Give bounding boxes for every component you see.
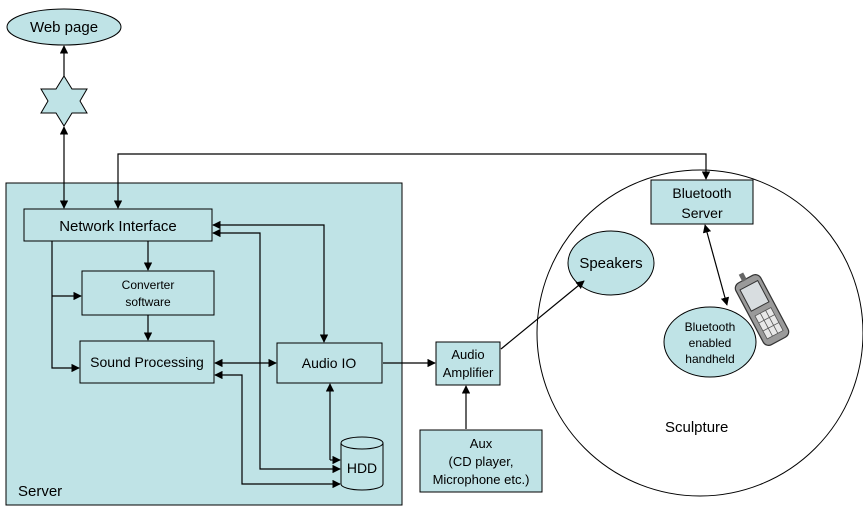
aux-label-2: (CD player,	[448, 454, 513, 469]
handheld-label-1: Bluetooth	[685, 320, 736, 334]
handheld-label-2: enabled	[689, 336, 732, 350]
web-page-label: Web page	[30, 19, 98, 36]
converter-label-1: Converter	[122, 278, 175, 292]
amplifier-label-2: Amplifier	[443, 365, 494, 380]
bt-server-label-2: Server	[681, 205, 723, 221]
aux-label-3: Microphone etc.)	[433, 472, 530, 487]
audio-io-label: Audio IO	[302, 355, 357, 371]
sculpture-label: Sculpture	[665, 419, 728, 436]
amplifier-label-1: Audio	[451, 347, 484, 362]
bt-server-label-1: Bluetooth	[672, 185, 731, 201]
sound-processing-label: Sound Processing	[90, 354, 204, 370]
speakers-label: Speakers	[579, 255, 642, 272]
network-interface-label: Network Interface	[59, 218, 177, 235]
handheld-label-3: handheld	[685, 352, 734, 366]
server-label: Server	[18, 483, 62, 500]
aux-label-1: Aux	[470, 436, 493, 451]
internet-star-icon	[41, 76, 87, 126]
converter-label-2: software	[125, 295, 171, 309]
hdd-label: HDD	[347, 460, 377, 476]
